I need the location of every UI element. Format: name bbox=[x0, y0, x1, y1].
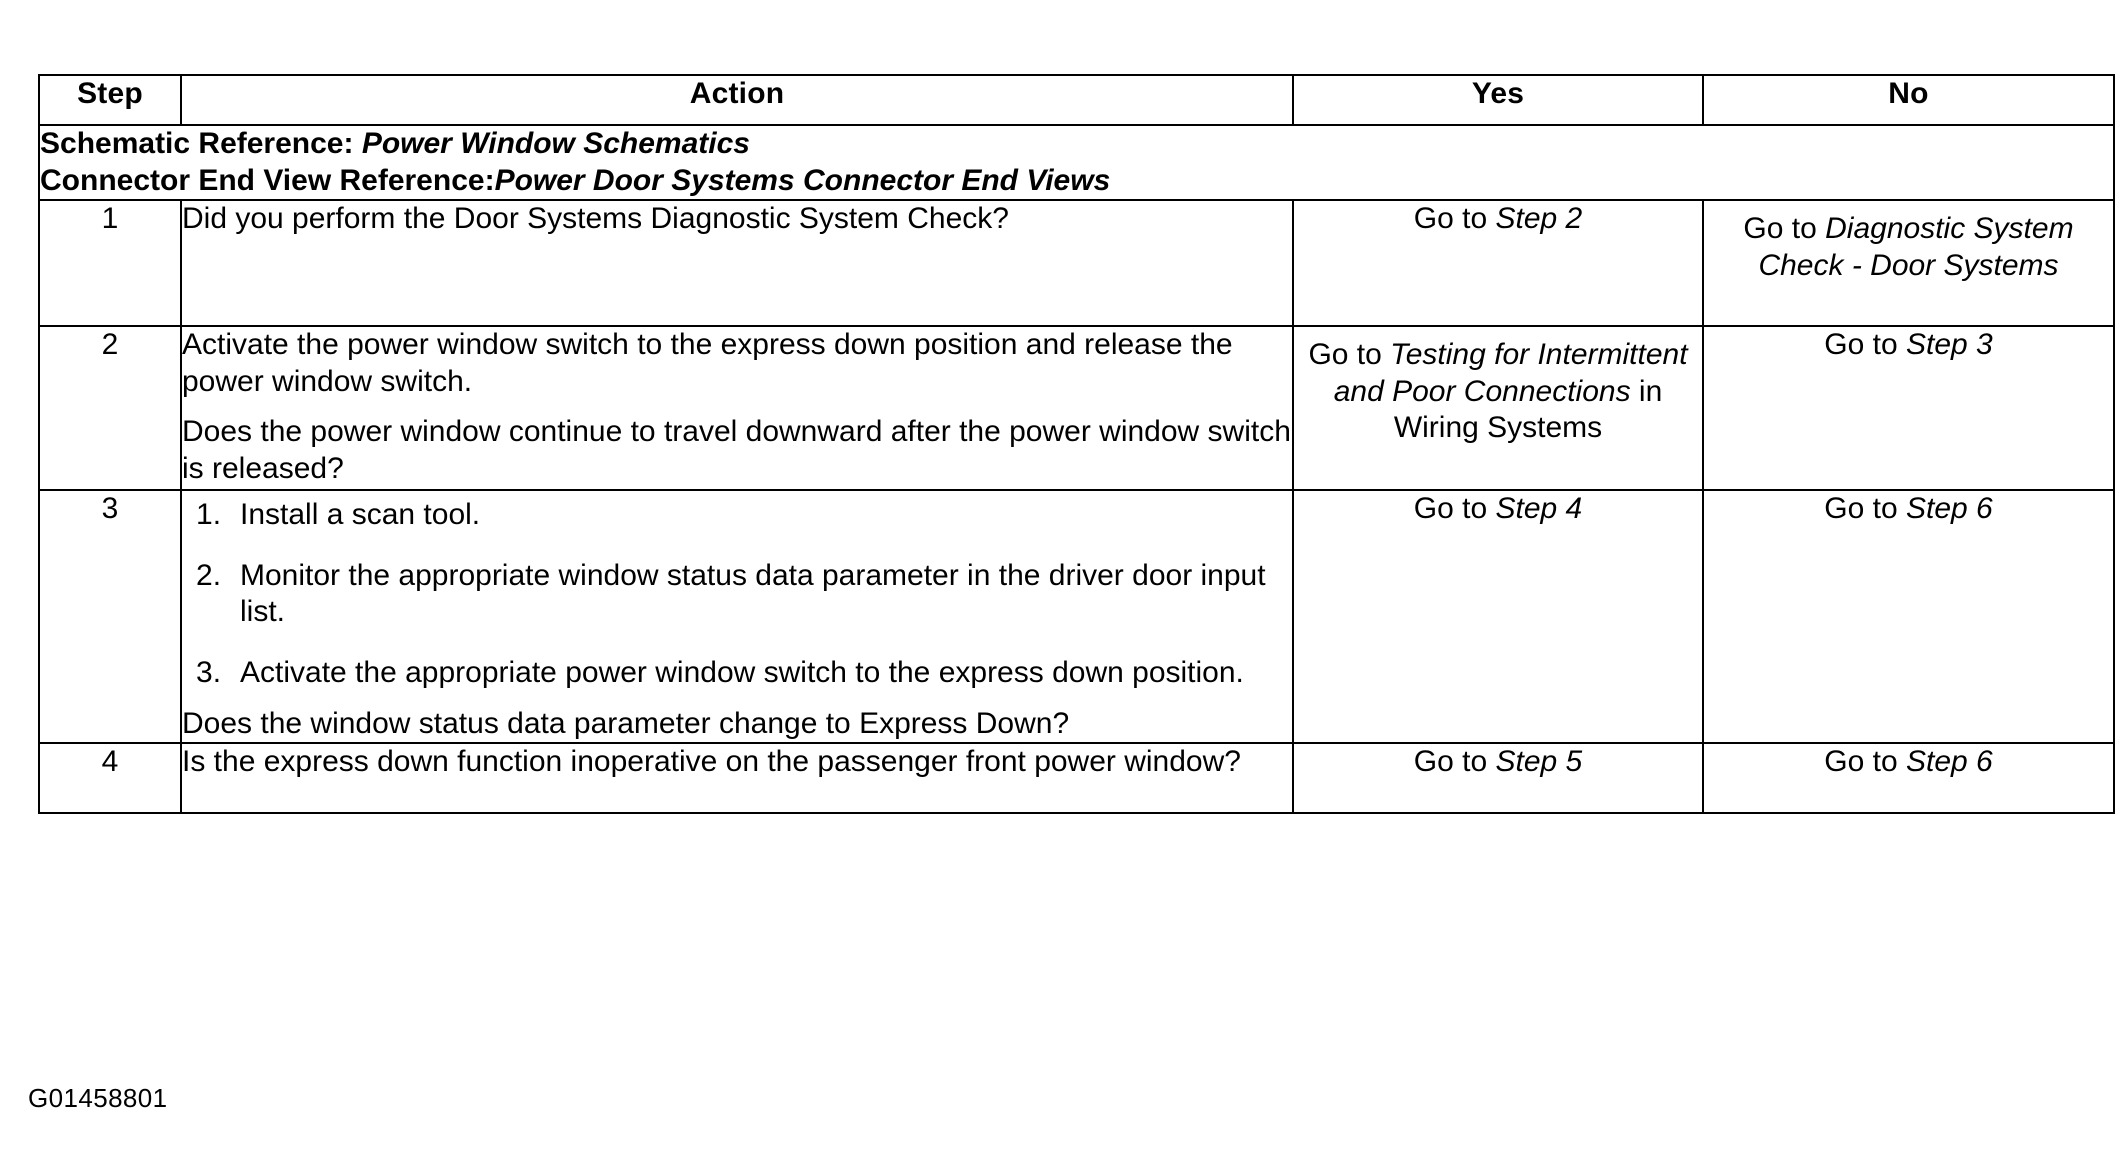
yes-prefix: Go to bbox=[1308, 338, 1391, 372]
schematic-reference-value: Power Window Schematics bbox=[361, 127, 750, 160]
column-header-step: Step bbox=[38, 74, 182, 126]
action-question: Does the window status data parameter ch… bbox=[182, 706, 1070, 740]
action-paragraph: Did you perform the Door Systems Diagnos… bbox=[182, 202, 1009, 236]
yes-answer: Go to Step 4 bbox=[1292, 489, 1704, 745]
no-answer: Go to Step 6 bbox=[1702, 742, 2115, 815]
list-item: Activate the appropriate power window sw… bbox=[196, 655, 1244, 691]
yes-prefix: Go to bbox=[1413, 745, 1496, 779]
step-action: Did you perform the Door Systems Diagnos… bbox=[180, 199, 1294, 328]
connector-end-view-reference-value: Power Door Systems Connector End Views bbox=[494, 163, 1111, 197]
no-prefix: Go to bbox=[1743, 212, 1826, 246]
yes-target: Testing for Intermittent and Poor Connec… bbox=[1333, 338, 1688, 408]
step-action: Install a scan tool. Monitor the appropr… bbox=[180, 489, 1294, 745]
yes-answer: Go to Step 2 bbox=[1292, 199, 1704, 328]
yes-target: Step 5 bbox=[1495, 745, 1583, 779]
yes-answer: Go to Step 5 bbox=[1292, 742, 1704, 815]
table-header: Step Action Yes No bbox=[38, 74, 2115, 126]
yes-answer-text: Go to Step 5 bbox=[1294, 744, 1702, 781]
step-number: 2 bbox=[38, 325, 182, 492]
reference-block: Schematic Reference: Power Window Schema… bbox=[38, 123, 2115, 202]
diagnostic-procedure-table: Step Action Yes No Schematic Reference: … bbox=[38, 74, 2115, 815]
action-paragraph: Is the express down function inoperative… bbox=[182, 745, 1241, 779]
table-row: 1 Did you perform the Door Systems Diagn… bbox=[38, 199, 2115, 328]
connector-end-view-reference-label: Connector End View Reference: bbox=[40, 163, 495, 197]
no-target: Step 3 bbox=[1905, 328, 1993, 362]
no-prefix: Go to bbox=[1824, 745, 1906, 779]
reference-row: Schematic Reference: Power Window Schema… bbox=[38, 123, 2115, 202]
column-header-no: No bbox=[1702, 74, 2115, 126]
yes-answer-text: Go to Step 2 bbox=[1294, 201, 1702, 238]
connector-end-view-reference-line: Connector End View Reference:Power Door … bbox=[40, 163, 2113, 200]
step-action: Activate the power window switch to the … bbox=[180, 325, 1294, 492]
table-row: 3 Install a scan tool. Monitor the appro… bbox=[38, 489, 2115, 745]
action-question: Does the power window continue to travel… bbox=[182, 415, 1291, 485]
step-number: 4 bbox=[38, 742, 182, 815]
no-answer-text: Go to Step 6 bbox=[1704, 491, 2113, 528]
step-number: 1 bbox=[38, 199, 182, 328]
no-target: Step 6 bbox=[1905, 745, 1993, 779]
yes-answer-text: Go to Testing for Intermittent and Poor … bbox=[1294, 337, 1702, 447]
table-body: Schematic Reference: Power Window Schema… bbox=[38, 123, 2115, 815]
action-paragraph: Activate the power window switch to the … bbox=[182, 328, 1233, 398]
table-row: 4 Is the express down function inoperati… bbox=[38, 742, 2115, 815]
yes-answer: Go to Testing for Intermittent and Poor … bbox=[1292, 325, 1704, 492]
column-header-yes: Yes bbox=[1292, 74, 1704, 126]
no-target: Step 6 bbox=[1905, 492, 1993, 526]
yes-answer-text: Go to Step 4 bbox=[1294, 491, 1702, 528]
step-action: Is the express down function inoperative… bbox=[180, 742, 1294, 815]
schematic-reference-label: Schematic Reference: bbox=[40, 127, 354, 160]
yes-prefix: Go to bbox=[1413, 492, 1496, 526]
yes-target: Step 2 bbox=[1495, 202, 1583, 236]
yes-suffix: in Wiring Systems bbox=[1393, 374, 1663, 445]
column-header-action: Action bbox=[180, 74, 1294, 126]
table-row: 2 Activate the power window switch to th… bbox=[38, 325, 2115, 492]
no-answer: Go to Step 6 bbox=[1702, 489, 2115, 745]
schematic-reference-line: Schematic Reference: Power Window Schema… bbox=[40, 126, 2113, 163]
list-item: Monitor the appropriate window status da… bbox=[196, 558, 1266, 629]
no-answer-text: Go to Step 6 bbox=[1704, 744, 2113, 781]
no-answer-text: Go to Diagnostic System Check - Door Sys… bbox=[1704, 211, 2113, 284]
no-answer: Go to Step 3 bbox=[1702, 325, 2115, 492]
no-answer: Go to Diagnostic System Check - Door Sys… bbox=[1702, 199, 2115, 328]
no-answer-text: Go to Step 3 bbox=[1704, 327, 2113, 364]
no-target: Diagnostic System Check - Door Systems bbox=[1758, 212, 2074, 282]
yes-prefix: Go to bbox=[1413, 202, 1496, 236]
step-number: 3 bbox=[38, 489, 182, 745]
action-substep-list: Install a scan tool. Monitor the appropr… bbox=[182, 497, 1292, 691]
figure-code: G01458801 bbox=[28, 1083, 168, 1113]
list-item: Install a scan tool. bbox=[196, 497, 481, 533]
no-prefix: Go to bbox=[1824, 492, 1906, 526]
no-prefix: Go to bbox=[1824, 328, 1906, 362]
header-row: Step Action Yes No bbox=[38, 74, 2115, 126]
yes-target: Step 4 bbox=[1495, 492, 1583, 526]
